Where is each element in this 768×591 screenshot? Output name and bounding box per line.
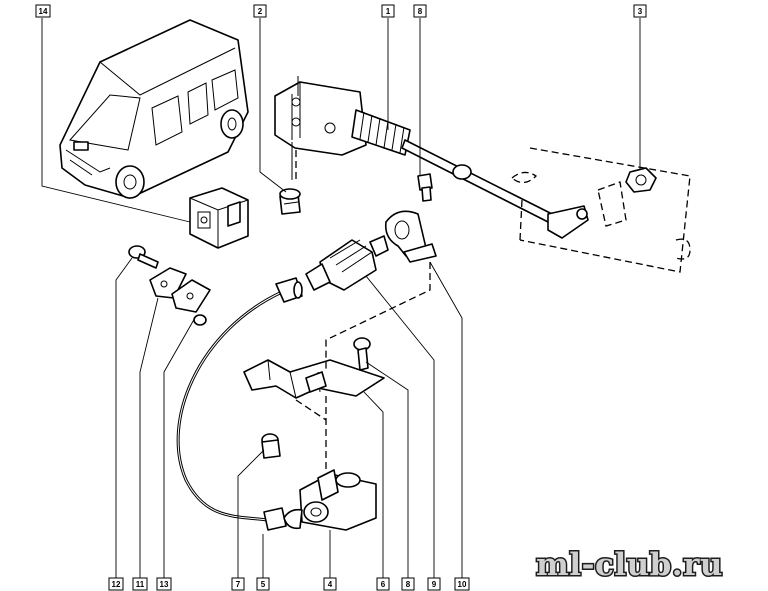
callout-8-top-label: 8 [418, 7, 423, 16]
cable-5 [176, 277, 303, 531]
callout-10: 10 [454, 577, 470, 591]
bracket-6 [243, 359, 385, 399]
callout-14-label: 14 [39, 7, 48, 16]
callout-8-bottom: 8 [401, 577, 415, 591]
bracket-14 [189, 187, 249, 249]
callout-8-bottom-label: 8 [406, 580, 411, 589]
callout-6-label: 6 [381, 580, 386, 589]
callout-9: 9 [427, 577, 441, 591]
callout-1: 1 [381, 4, 395, 18]
bolt-12 [128, 245, 159, 269]
callout-1-label: 1 [386, 7, 391, 16]
callout-11: 11 [132, 577, 148, 591]
callout-5-label: 5 [261, 580, 266, 589]
callout-12: 12 [108, 577, 124, 591]
gearbox-outline [510, 147, 691, 273]
callout-6: 6 [376, 577, 390, 591]
van-illustration [59, 19, 249, 199]
lever-4 [283, 469, 377, 531]
nut-3 [625, 167, 657, 193]
callout-4: 4 [323, 577, 337, 591]
callout-8-top: 8 [413, 4, 427, 18]
callout-13: 13 [156, 577, 172, 591]
callout-2-label: 2 [258, 7, 263, 16]
callout-3: 3 [633, 4, 647, 18]
callout-5: 5 [256, 577, 270, 591]
plate-13 [171, 279, 211, 326]
connector-9 [305, 235, 389, 291]
callout-4-label: 4 [328, 580, 333, 589]
callout-13-label: 13 [160, 580, 169, 589]
callout-14: 14 [35, 4, 51, 18]
callout-10-label: 10 [458, 580, 467, 589]
callout-7: 7 [231, 577, 245, 591]
bolt-8-top [417, 173, 433, 202]
callout-2: 2 [253, 4, 267, 18]
callout-12-label: 12 [112, 580, 121, 589]
assembly-guides [295, 262, 431, 470]
callout-11-label: 11 [136, 580, 145, 589]
callout-3-label: 3 [638, 7, 643, 16]
watermark: ml-club.ru [536, 547, 723, 583]
bolt-8-lower [353, 337, 371, 371]
callout-7-label: 7 [236, 580, 241, 589]
leader-lines [41, 18, 641, 578]
bolt-7 [261, 433, 281, 459]
gear-lever-assembly [274, 76, 589, 239]
clamp-10 [384, 210, 437, 263]
bolt-2 [279, 188, 301, 215]
callout-9-label: 9 [432, 580, 437, 589]
